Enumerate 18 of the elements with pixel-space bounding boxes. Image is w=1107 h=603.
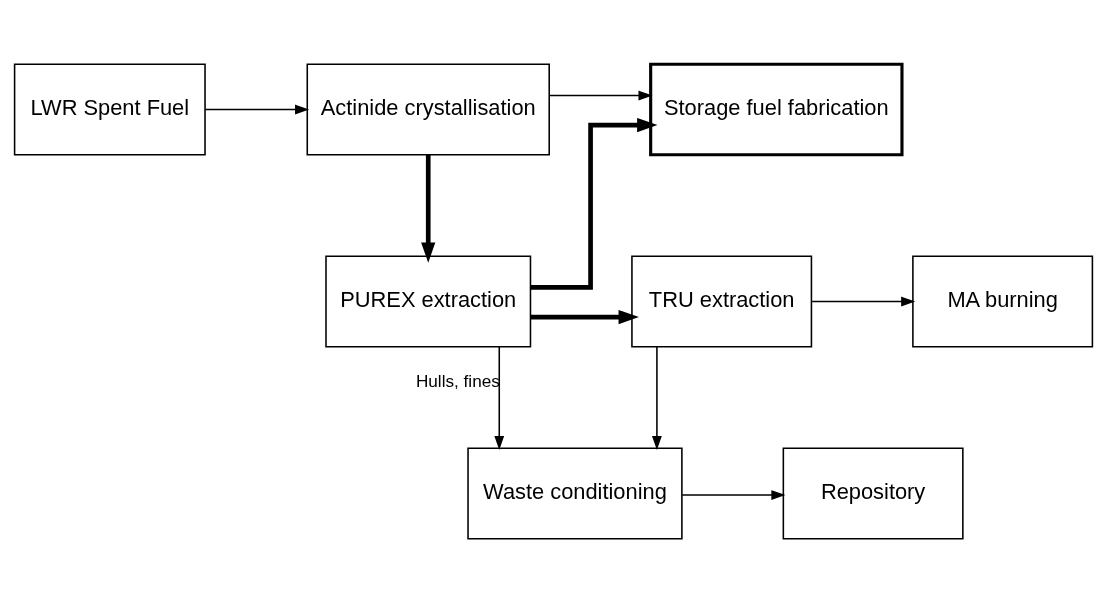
arrow [421,155,436,263]
arrow [811,296,916,307]
arrow [681,490,786,500]
node-box: Repository [782,447,964,540]
node-box: Actinide crystallisation [306,63,550,156]
edge-label: Hulls, fines [415,370,500,391]
node-box: PUREX extraction [325,255,532,348]
node-box: MA burning [912,255,1094,348]
arrow [548,90,653,101]
arrow [652,346,662,450]
node-box: TRU extraction [631,255,813,348]
arrow [530,118,658,290]
arrow [530,310,639,325]
arrow [494,346,505,450]
node-box: LWR Spent Fuel [13,63,206,156]
node-box: Storage fuel fabrication [649,62,904,157]
node-box: Waste conditioning [467,447,683,540]
arrow [204,104,310,115]
